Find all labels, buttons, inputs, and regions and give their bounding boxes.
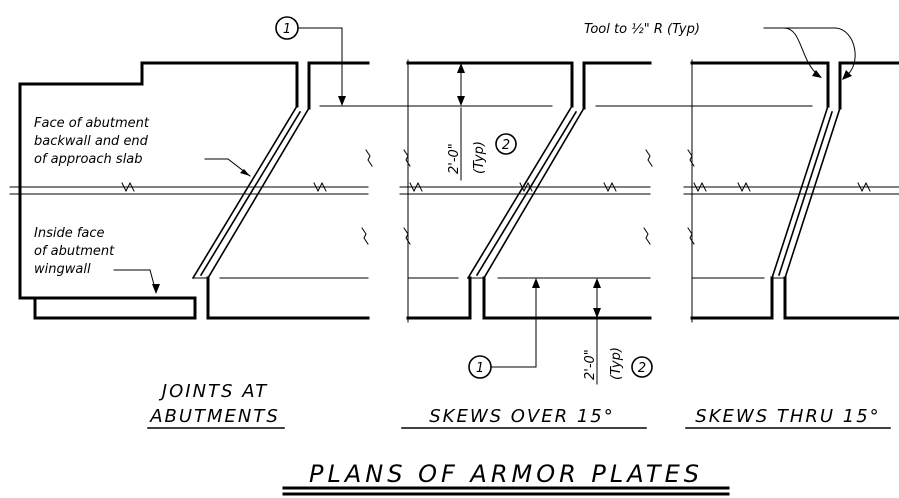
break-mark (687, 149, 695, 167)
callout-number: 1 (283, 22, 291, 37)
armor-plate (191, 104, 311, 280)
deck-bottom-edge (206, 276, 370, 320)
break-mark (687, 227, 695, 245)
left-deck-outline (406, 61, 574, 108)
tool-note: Tool to ½" R (Typ) (584, 22, 700, 37)
dim-typ-top: (Typ) (472, 141, 487, 174)
break-mark (645, 149, 653, 167)
centerline (683, 181, 899, 195)
callout-2-bottom: 2 (631, 356, 653, 378)
title-skews-over: SKEWS OVER 15° (429, 406, 615, 427)
break-mark (403, 227, 411, 245)
inside-leader-arrow (152, 284, 160, 294)
dimension-bottom: 2'-0" (Typ) (583, 278, 624, 385)
face-note-line3: of approach slab (34, 152, 143, 167)
left-deck-bottom (406, 276, 472, 320)
main-title: PLANS OF ARMOR PLATES (309, 460, 703, 488)
armor-plate (466, 104, 586, 280)
title-joints-line1: JOINTS AT (159, 381, 268, 402)
left-deck-bottom (690, 276, 774, 320)
break-mark (361, 227, 369, 245)
callout-number: 1 (476, 361, 484, 376)
callout-number: 2 (502, 138, 510, 153)
callout-2-top: 2 (495, 133, 517, 155)
tool-leader (763, 27, 856, 80)
inside-note-line2: of abutment (34, 244, 115, 259)
callout-number: 2 (638, 361, 646, 376)
deck-top-edge (307, 61, 370, 110)
dimension-top: 2'-0" (Typ) (447, 62, 487, 181)
armor-plate (770, 104, 842, 280)
centerline (9, 181, 369, 195)
face-leader-arrow (240, 169, 250, 176)
break-mark (643, 227, 651, 245)
centerline (399, 181, 651, 195)
break-mark (403, 149, 411, 167)
face-note-line2: backwall and end (34, 134, 149, 149)
dim-value-top: 2'-0" (447, 143, 462, 174)
panel-skews-thru-15: Tool to ½" R (Typ) SKEWS THRU 15° (584, 22, 899, 429)
inside-note-line3: wingwall (34, 262, 91, 277)
inside-leader (113, 269, 157, 293)
inside-note-line1: Inside face (34, 226, 105, 241)
right-deck-bottom (482, 276, 652, 320)
wingwall-outline (33, 296, 197, 320)
left-deck-outline (690, 61, 830, 108)
panel-joints-at-abutments: Face of abutment backwall and end of app… (9, 61, 373, 429)
right-deck-outline (582, 61, 652, 110)
dim-value-bottom: 2'-0" (583, 349, 598, 380)
face-note-line1: Face of abutment (34, 116, 150, 131)
title-joints-line2: ABUTMENTS (149, 406, 280, 427)
callout-1-bottom: 1 (468, 278, 540, 379)
panel-skews-over-15: 2'-0" (Typ) 2 1 2'-0" (Typ) 2 SKEWS OVE (354, 59, 653, 429)
callout-1-top: 1 (275, 16, 346, 106)
break-mark (365, 149, 373, 167)
title-skews-thru: SKEWS THRU 15° (695, 406, 880, 427)
dim-typ-bottom: (Typ) (609, 347, 624, 380)
backwall-outline (18, 61, 197, 300)
right-deck-outline (838, 61, 899, 110)
right-deck-bottom (783, 276, 899, 320)
